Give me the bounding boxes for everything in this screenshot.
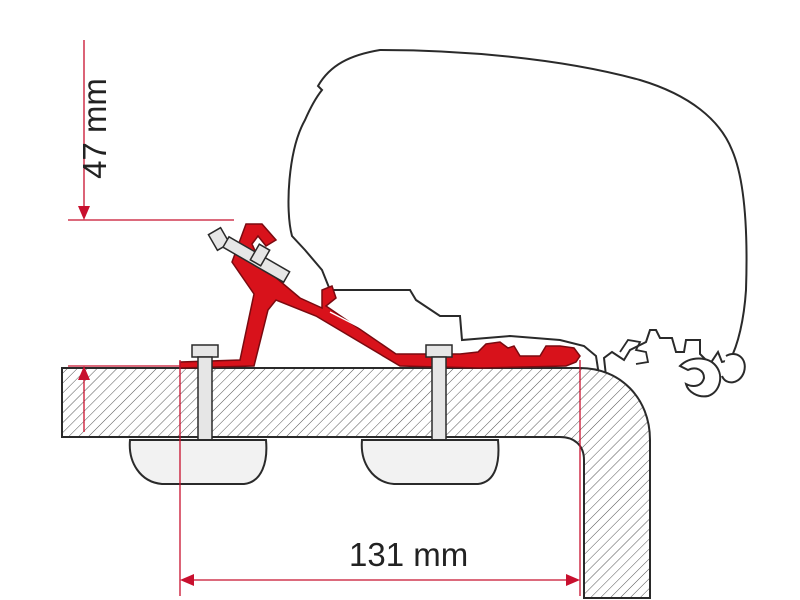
awning-slot-detail	[619, 339, 650, 365]
awning-end-profile	[678, 353, 746, 398]
height-dimension-label: 47 mm	[75, 78, 113, 179]
height-dimension	[68, 40, 234, 432]
left-spreader-plate	[128, 439, 268, 485]
width-dimension-label: 131 mm	[349, 536, 469, 573]
width-dimension	[179, 360, 581, 596]
awning-cassette-outline	[287, 48, 748, 385]
clamp-bolt	[207, 226, 291, 284]
right-spreader-plate	[360, 439, 500, 485]
